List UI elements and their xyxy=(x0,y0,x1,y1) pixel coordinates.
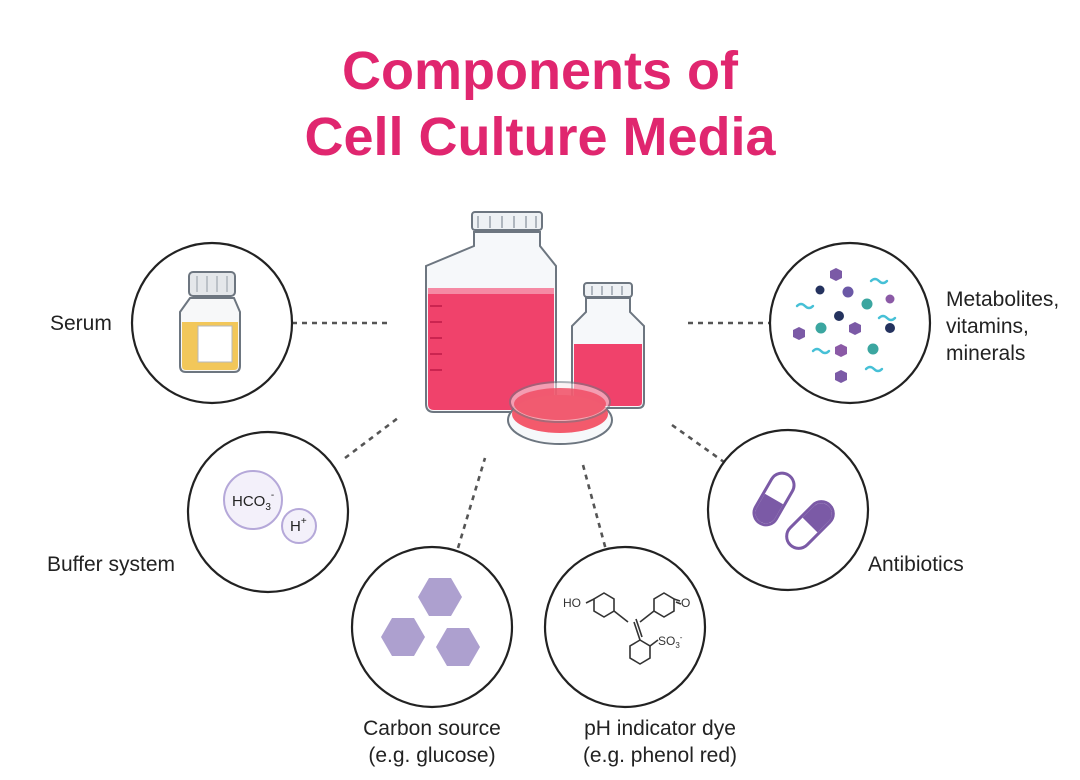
connectors xyxy=(292,321,770,551)
glucose-hexagons-icon xyxy=(381,578,480,666)
page-title: Components of Cell Culture Media xyxy=(0,38,1080,170)
metabolites-label-line-3: minerals xyxy=(946,342,1026,365)
ph-indicator-label-line-2: (e.g. phenol red) xyxy=(582,744,738,767)
carbon-source-label: Carbon source (e.g. glucose) xyxy=(322,715,542,769)
metabolites-label-line-1: Metabolites, xyxy=(946,288,1060,311)
phenol-red-structure-icon xyxy=(585,592,682,665)
hydrogen-ion-label: H+ xyxy=(290,516,307,535)
connector-antibiotics xyxy=(671,423,725,464)
hydroxyl-group-label: HO xyxy=(563,596,581,610)
bicarbonate-ion-label: HCO3- xyxy=(232,490,274,513)
hydrogen-ion-icon xyxy=(281,508,317,544)
title-line-1: Components of xyxy=(342,41,738,101)
ph-node: HO O SO3- xyxy=(543,545,707,709)
antibiotics-label: Antibiotics xyxy=(868,553,964,576)
antibiotics-node xyxy=(706,428,870,592)
serum-label: Serum xyxy=(50,312,112,335)
serum-bottle-icon xyxy=(179,271,241,373)
connector-carbon xyxy=(456,457,487,549)
pill-capsule-icon xyxy=(752,471,835,550)
buffer-node: HCO3- H+ xyxy=(186,430,350,594)
title-line-2: Cell Culture Media xyxy=(304,107,776,167)
metabolites-molecules-icon xyxy=(793,268,897,383)
carbon-source-label-line-2: (e.g. glucose) xyxy=(368,744,496,767)
serum-node xyxy=(130,241,294,405)
buffer-system-label: Buffer system xyxy=(47,553,175,576)
ph-indicator-label-line-1: pH indicator dye xyxy=(584,717,736,740)
connector-buffer xyxy=(344,416,399,460)
bicarbonate-ion-icon xyxy=(223,470,283,530)
carbon-node xyxy=(350,545,514,709)
sulfonate-group-label: SO3- xyxy=(658,633,683,650)
carbon-source-label-line-1: Carbon source xyxy=(363,717,501,740)
metabolites-node xyxy=(768,241,932,405)
ph-indicator-label: pH indicator dye (e.g. phenol red) xyxy=(540,715,780,769)
metabolites-label-line-2: vitamins, xyxy=(946,315,1029,338)
metabolites-label: Metabolites, vitamins, minerals xyxy=(946,286,1059,367)
connector-ph xyxy=(581,464,608,551)
ketone-group-label: O xyxy=(681,596,690,610)
media-bottles-illustration xyxy=(425,211,645,445)
